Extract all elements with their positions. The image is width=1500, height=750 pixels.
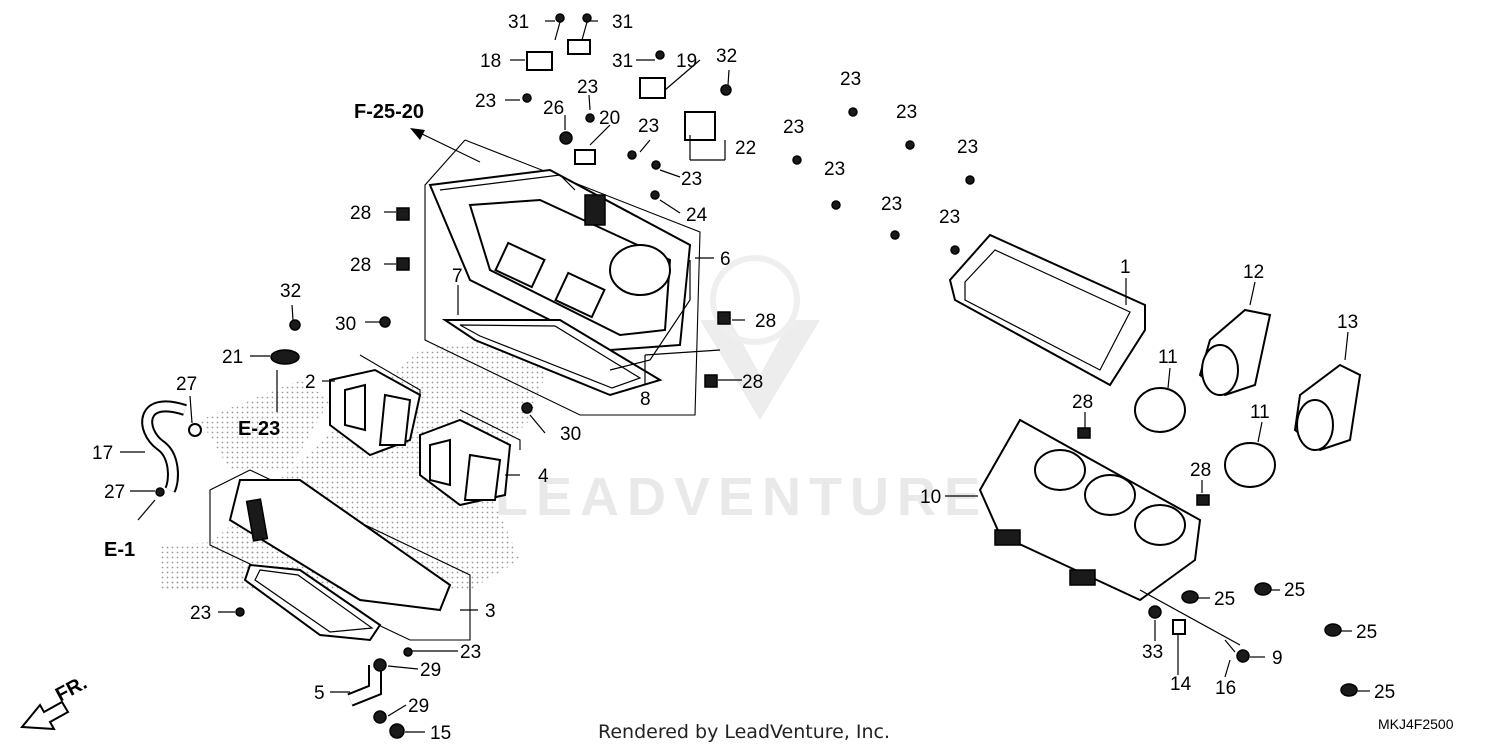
callout-29b[interactable]: 29	[408, 696, 429, 717]
footer-credit: Rendered by LeadVenture, Inc.	[598, 721, 890, 743]
callout-28f[interactable]: 28	[1190, 460, 1211, 481]
ring-11b-part	[1224, 442, 1276, 488]
leader-lines	[120, 20, 1370, 733]
callout-9[interactable]: 9	[1272, 648, 1283, 669]
callout-7[interactable]: 7	[452, 266, 463, 287]
callout-23m[interactable]: 23	[939, 207, 960, 228]
callout-12[interactable]: 12	[1243, 262, 1264, 283]
small-parts	[155, 13, 1358, 739]
callout-10[interactable]: 10	[920, 487, 941, 508]
ref-e-23[interactable]: E-23	[238, 418, 280, 440]
funnel-2-part	[329, 368, 422, 457]
callout-3[interactable]: 3	[485, 601, 496, 622]
callout-19[interactable]: 19	[676, 51, 697, 72]
callout-28d[interactable]: 28	[742, 372, 763, 393]
callout-2[interactable]: 2	[305, 372, 316, 393]
callout-24[interactable]: 24	[686, 205, 708, 226]
callout-32a[interactable]: 32	[716, 46, 737, 67]
callout-labels: 31 31 18 31 19 32 23 23 26 20 23 22 23 2…	[92, 12, 1395, 744]
callout-25c[interactable]: 25	[1356, 622, 1377, 643]
hose-part	[609, 260, 691, 371]
callout-30a[interactable]: 30	[335, 314, 356, 335]
diagram-code: MKJ4F2500	[1378, 716, 1454, 732]
callout-33[interactable]: 33	[1142, 642, 1163, 663]
callout-17[interactable]: 17	[92, 443, 113, 464]
ref-f-25-20[interactable]: F-25-20	[354, 101, 424, 123]
callout-31c[interactable]: 31	[612, 51, 633, 72]
ring-11a-part	[1134, 387, 1186, 433]
callout-28b[interactable]: 28	[350, 255, 371, 276]
callout-14[interactable]: 14	[1170, 674, 1192, 695]
callout-13[interactable]: 13	[1337, 312, 1358, 333]
callout-5[interactable]: 5	[314, 683, 325, 704]
funnel-4-part	[419, 418, 512, 507]
callout-11b[interactable]: 11	[1250, 402, 1270, 423]
front-direction-label: FR.	[52, 672, 91, 707]
callout-25d[interactable]: 25	[1374, 682, 1395, 703]
callout-20[interactable]: 20	[599, 108, 620, 129]
upper-case-part	[428, 168, 692, 352]
callout-23j[interactable]: 23	[957, 137, 978, 158]
callout-15[interactable]: 15	[430, 723, 451, 744]
callout-18[interactable]: 18	[480, 51, 501, 72]
callout-1[interactable]: 1	[1120, 257, 1131, 278]
callout-31a[interactable]: 31	[508, 12, 529, 33]
callout-23a[interactable]: 23	[475, 91, 496, 112]
callout-27b[interactable]: 27	[104, 482, 125, 503]
callout-26[interactable]: 26	[543, 98, 564, 119]
callout-31b[interactable]: 31	[612, 12, 633, 33]
callout-6[interactable]: 6	[720, 249, 731, 270]
callout-16[interactable]: 16	[1215, 678, 1236, 699]
callout-23e[interactable]: 23	[190, 603, 211, 624]
housing-part	[978, 418, 1202, 602]
callout-23g[interactable]: 23	[840, 69, 861, 90]
cover-part	[948, 233, 1146, 387]
callout-28a[interactable]: 28	[350, 203, 371, 224]
callout-23l[interactable]: 23	[881, 194, 902, 215]
callout-23i[interactable]: 23	[783, 117, 804, 138]
callout-25a[interactable]: 25	[1214, 589, 1235, 610]
lower-case-part	[228, 479, 452, 642]
callout-23c[interactable]: 23	[638, 116, 659, 137]
callout-23b[interactable]: 23	[577, 77, 598, 98]
callout-23h[interactable]: 23	[896, 102, 917, 123]
callout-21[interactable]: 21	[222, 347, 243, 368]
front-direction-arrow-icon: FR.	[19, 672, 91, 731]
duct-13-part	[1293, 363, 1362, 452]
callout-11a[interactable]: 11	[1158, 347, 1178, 368]
callout-22[interactable]: 22	[735, 138, 756, 159]
callout-8[interactable]: 8	[640, 389, 651, 410]
ref-e-1[interactable]: E-1	[104, 539, 135, 561]
callout-23k[interactable]: 23	[824, 159, 845, 180]
callout-29a[interactable]: 29	[420, 660, 441, 681]
callout-30b[interactable]: 30	[560, 424, 581, 445]
gasket-part	[441, 319, 663, 397]
callout-28e[interactable]: 28	[1072, 392, 1093, 413]
callout-27a[interactable]: 27	[176, 374, 197, 395]
callout-4[interactable]: 4	[538, 466, 549, 487]
frame-lines	[209, 139, 701, 641]
callout-28c[interactable]: 28	[755, 311, 776, 332]
callout-23d[interactable]: 23	[681, 169, 702, 190]
callout-25b[interactable]: 25	[1284, 580, 1305, 601]
callout-32b[interactable]: 32	[280, 281, 301, 302]
watermark: LEADVENTURE	[495, 255, 988, 527]
watermark-text: LEADVENTURE	[495, 467, 988, 527]
callout-23f[interactable]: 23	[460, 642, 481, 663]
duct-12-part	[1198, 308, 1272, 397]
